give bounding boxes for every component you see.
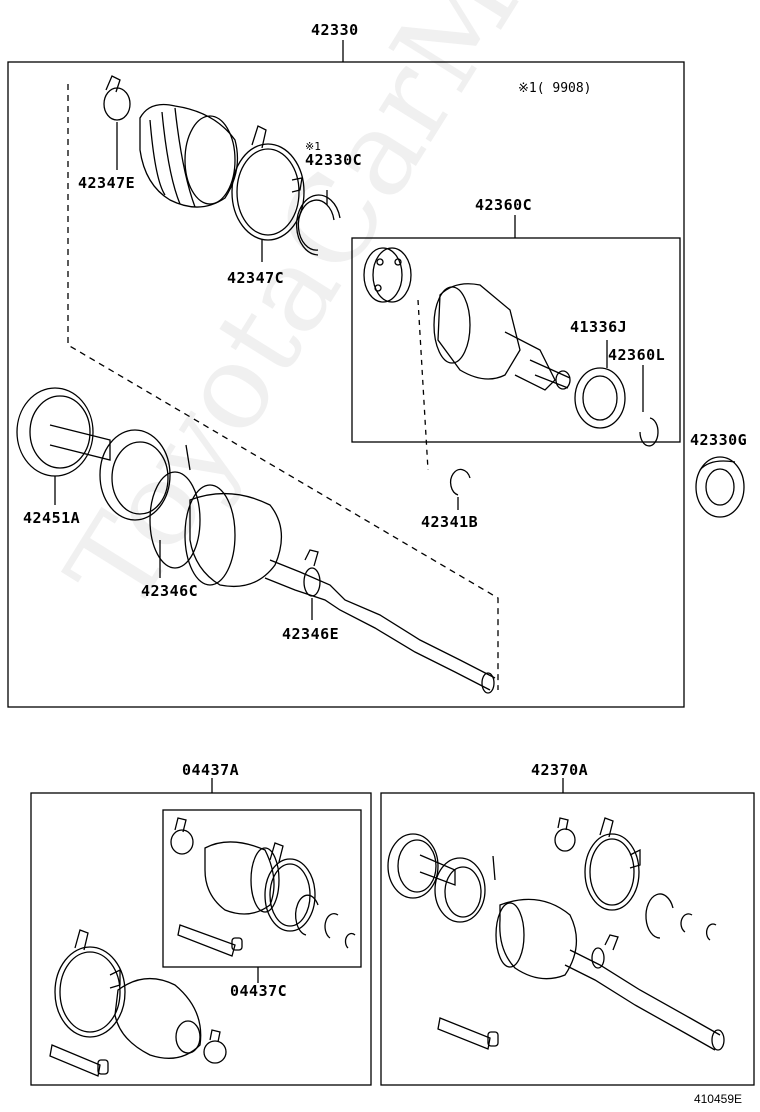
assy-boot	[492, 855, 578, 980]
kit-snap-rings	[295, 894, 356, 949]
kit-grease-tube-inner	[177, 924, 243, 957]
label-42451A: 42451A	[23, 509, 81, 527]
label-04437A: 04437A	[182, 761, 240, 779]
kit-boot-inner	[204, 841, 280, 915]
label-42347E: 42347E	[78, 174, 136, 192]
assy-large-clamp	[584, 817, 641, 911]
assembly-guide-line	[67, 84, 499, 690]
outboard-joint	[16, 387, 171, 521]
kit-large-clamp	[54, 929, 126, 1038]
label-42330G: 42330G	[690, 431, 748, 449]
assy-small-clamp	[554, 817, 576, 852]
label-42341B: 42341B	[421, 513, 479, 531]
assy-shaft	[564, 934, 725, 1051]
kit-boot-outer	[114, 978, 202, 1059]
label-42330C: 42330C	[305, 151, 363, 169]
snap-ring-inboard	[639, 365, 659, 447]
label-42346C: 42346C	[141, 582, 199, 600]
small-clamp	[103, 75, 131, 170]
assy-grease-tube	[437, 1017, 499, 1050]
boot-kit-frame	[30, 792, 372, 1086]
bearing	[695, 456, 745, 518]
diagram-code: 410459E	[693, 1092, 742, 1106]
boot-kit-inner-frame	[162, 809, 362, 968]
inboard-housing	[433, 283, 571, 391]
kit-clamp-inner	[264, 842, 316, 932]
label-42360C: 42360C	[475, 196, 533, 214]
snap-ring-top	[295, 190, 341, 256]
large-clamp	[231, 125, 305, 262]
note-range: ※1( 9908)	[518, 81, 592, 96]
kit-small-clamp	[170, 817, 194, 855]
kit-grease-tube-outer	[49, 1044, 109, 1077]
label-42360L: 42360L	[608, 346, 666, 364]
note-mark: ※1	[305, 140, 321, 153]
drive-shaft	[264, 549, 496, 694]
label-42346E: 42346E	[282, 625, 340, 643]
label-41336J: 41336J	[570, 318, 628, 336]
label-42330: 42330	[311, 21, 359, 39]
assembly-guide-snap	[417, 299, 429, 471]
assembly-frame	[7, 61, 685, 708]
inboard-joint-frame	[351, 237, 681, 443]
label-42347C: 42347C	[227, 269, 285, 287]
tripod-joint	[363, 247, 412, 303]
label-42370A: 42370A	[531, 761, 589, 779]
inboard-joint-assy-frame	[380, 792, 755, 1086]
assy-outboard-joint	[387, 833, 486, 923]
label-04437C: 04437C	[230, 982, 288, 1000]
outboard-boot	[149, 444, 283, 588]
snap-ring-shaft	[449, 468, 471, 510]
assy-snap-rings	[645, 893, 717, 941]
inboard-boot	[139, 103, 239, 208]
kit-outer-clamp	[203, 1029, 227, 1064]
dust-seal	[574, 340, 626, 429]
